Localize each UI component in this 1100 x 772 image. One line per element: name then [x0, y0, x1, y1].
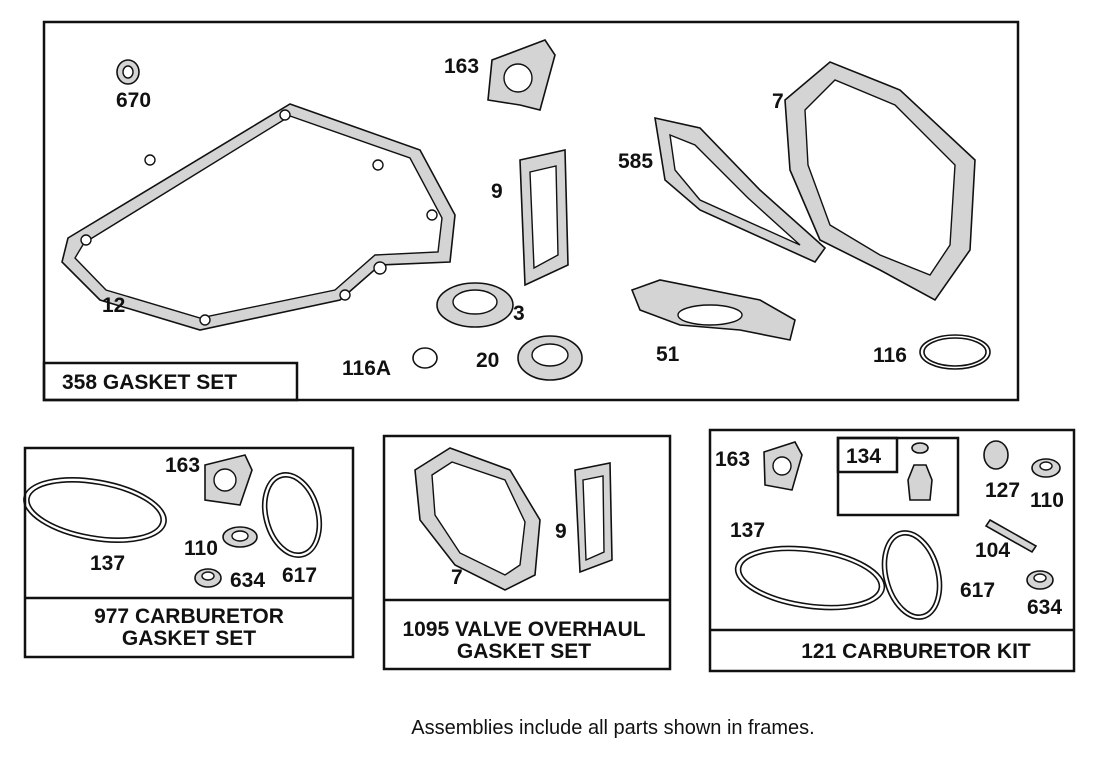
- caption: Assemblies include all parts shown in fr…: [411, 717, 815, 739]
- callout-104: 104: [975, 539, 1010, 562]
- callout-110: 110: [184, 537, 218, 560]
- callout-634: 634: [230, 569, 265, 592]
- frame-title-box: [42, 361, 299, 402]
- callout-617: 617: [960, 579, 995, 602]
- frame-title: 358 GASKET SET: [62, 371, 237, 394]
- frame-1095-valve-overhaul-gasket-set: 1095 VALVE OVERHAUL GASKET SET 9 7: [382, 434, 672, 671]
- frame-title-line1: 977 CARBURETOR: [94, 605, 284, 628]
- o-ring-part: [412, 347, 438, 369]
- callout-163: 163: [715, 448, 750, 471]
- callout-12: 12: [102, 294, 125, 317]
- callout-116: 116: [873, 344, 907, 367]
- callout-617: 617: [282, 564, 317, 587]
- frame-title-line1: 1095 VALVE OVERHAUL: [402, 618, 645, 641]
- callout-3: 3: [513, 302, 525, 325]
- callout-137: 137: [730, 519, 765, 542]
- callout-137: 137: [90, 552, 125, 575]
- callout-7: 7: [451, 566, 463, 589]
- callout-110: 110: [1030, 489, 1064, 512]
- frame-title-line2: GASKET SET: [122, 627, 256, 650]
- frame-358-gasket-set: 358 GASKET SET: [42, 20, 1020, 402]
- callout-7: 7: [772, 90, 784, 113]
- crankcase-gasket-part: [61, 103, 456, 331]
- frame-title-line2: GASKET SET: [457, 640, 591, 663]
- callout-670: 670: [116, 89, 151, 112]
- callout-116A: 116A: [342, 357, 391, 380]
- frame-977-carburetor-gasket-set: 977 CARBURETOR GASKET SET 163 137 110 63…: [23, 446, 355, 659]
- frame-121-carburetor-kit: 121 CARBURETOR KIT 134 163 127 110 137 1…: [708, 428, 1076, 673]
- inner-frame-label: 134: [846, 445, 881, 468]
- callout-127: 127: [985, 479, 1020, 502]
- o-ring-part-116: [919, 334, 991, 370]
- callout-163: 163: [165, 454, 200, 477]
- frame-title: 121 CARBURETOR KIT: [801, 640, 1031, 663]
- callout-20: 20: [476, 349, 499, 372]
- callout-585: 585: [618, 150, 653, 173]
- callout-634: 634: [1027, 596, 1062, 619]
- callout-9: 9: [491, 180, 503, 203]
- callout-9: 9: [555, 520, 567, 543]
- callout-163: 163: [444, 55, 479, 78]
- callout-51: 51: [656, 343, 680, 366]
